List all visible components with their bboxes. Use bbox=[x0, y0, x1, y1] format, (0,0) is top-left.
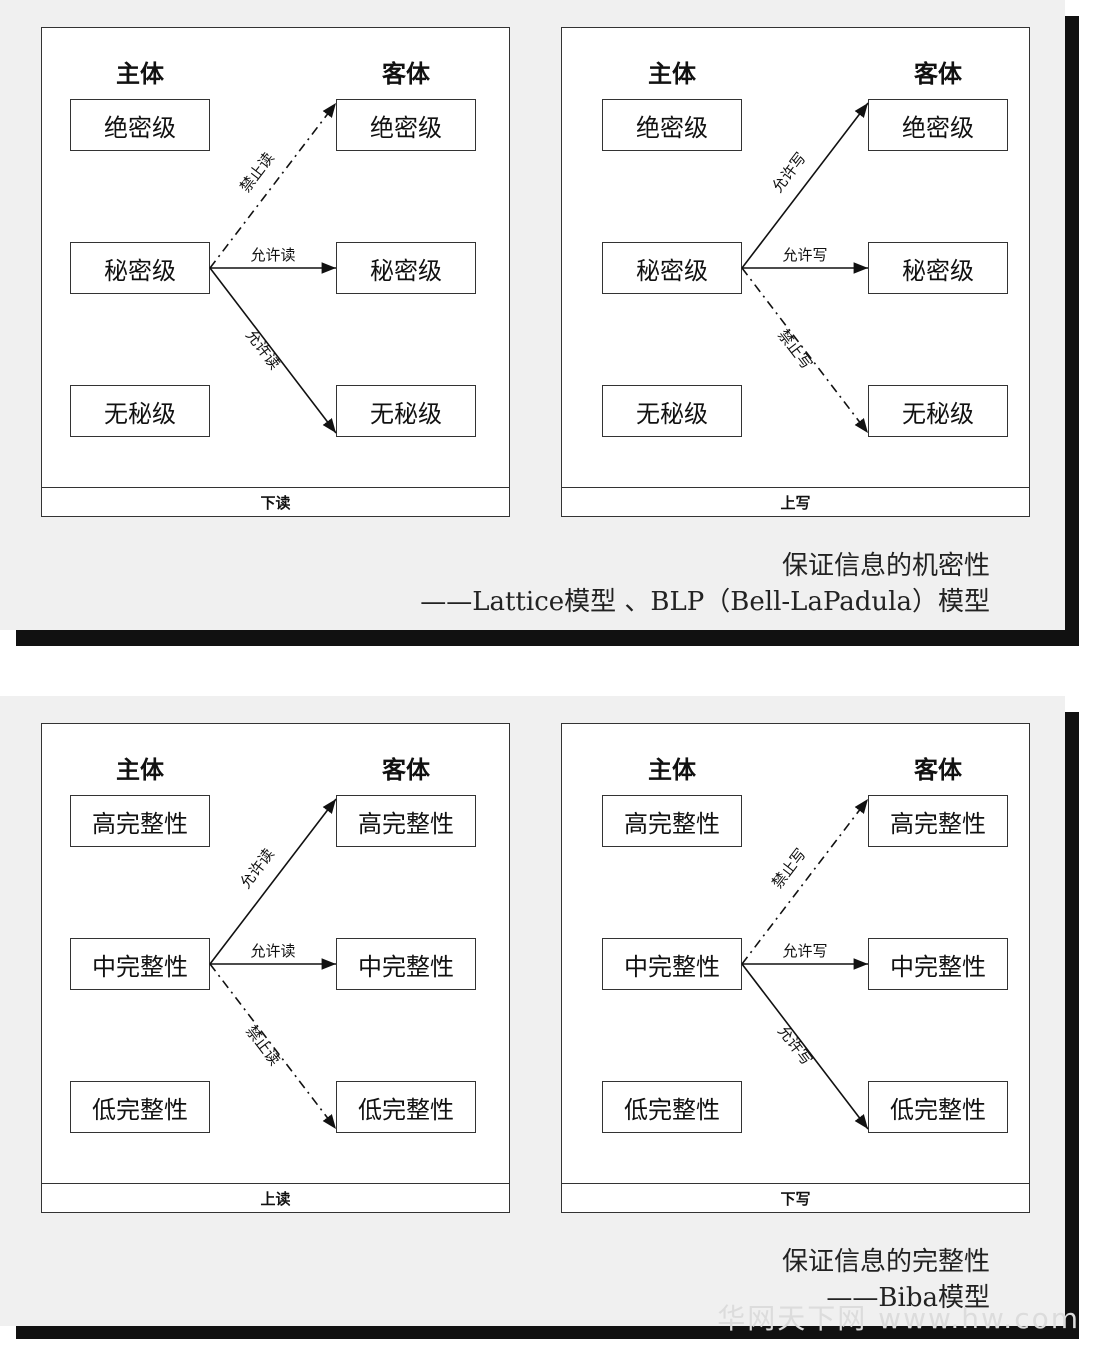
arrow-label: 允许写 bbox=[782, 246, 827, 264]
object-unclassified: 无秘级 bbox=[336, 385, 476, 437]
arrow-label: 允许写 bbox=[768, 149, 810, 196]
subject-high-integrity: 高完整性 bbox=[602, 795, 742, 847]
arrow-to-object-0 bbox=[741, 102, 869, 269]
diagram-footer: 下写 bbox=[562, 1183, 1029, 1212]
subject-unclassified: 无秘级 bbox=[70, 385, 210, 437]
caption: 保证信息的机密性 ——Lattice模型 、BLP（Bell-LaPadula）… bbox=[420, 548, 990, 620]
diagram-footer: 上写 bbox=[562, 487, 1029, 516]
arrow-label: 禁止读 bbox=[242, 1022, 284, 1069]
biba-write-down-diagram: 主体 客体 高完整性 中完整性 低完整性 高完整性 中完整性 低完整性 禁止写允… bbox=[561, 723, 1030, 1213]
object-high-integrity: 高完整性 bbox=[868, 795, 1008, 847]
caption: 保证信息的完整性 ——Biba模型 bbox=[782, 1244, 990, 1316]
blp-write-up-diagram: 主体 客体 绝密级 秘密级 无秘级 绝密级 秘密级 无秘级 允许写允许写禁止写 … bbox=[561, 27, 1030, 517]
subject-secret: 秘密级 bbox=[602, 242, 742, 294]
arrow-to-object-2 bbox=[741, 267, 869, 434]
subject-header: 主体 bbox=[116, 755, 164, 784]
arrow-to-object-2 bbox=[741, 963, 869, 1130]
arrow-to-object-0 bbox=[209, 102, 337, 269]
biba-read-up-diagram: 主体 客体 高完整性 中完整性 低完整性 高完整性 中完整性 低完整性 允许读允… bbox=[41, 723, 510, 1213]
confidentiality-panel: 主体 客体 绝密级 秘密级 无秘级 绝密级 秘密级 无秘级 禁止读允许读允许读 … bbox=[0, 0, 1065, 630]
subject-header: 主体 bbox=[116, 59, 164, 88]
subject-high-integrity: 高完整性 bbox=[70, 795, 210, 847]
object-unclassified: 无秘级 bbox=[868, 385, 1008, 437]
arrow-label: 允许读 bbox=[236, 845, 278, 892]
object-high-integrity: 高完整性 bbox=[336, 795, 476, 847]
arrow-to-object-2 bbox=[209, 963, 337, 1130]
arrow-label: 禁止写 bbox=[774, 326, 816, 373]
subject-top-secret: 绝密级 bbox=[70, 99, 210, 151]
caption-subtitle: ——Biba模型 bbox=[826, 1283, 990, 1313]
object-secret: 秘密级 bbox=[868, 242, 1008, 294]
object-secret: 秘密级 bbox=[336, 242, 476, 294]
caption-title: 保证信息的机密性 bbox=[781, 551, 990, 581]
arrow-label: 允许写 bbox=[774, 1022, 816, 1069]
subject-low-integrity: 低完整性 bbox=[70, 1081, 210, 1133]
subject-top-secret: 绝密级 bbox=[602, 99, 742, 151]
arrow-to-object-2 bbox=[209, 267, 337, 434]
arrow-label: 禁止写 bbox=[768, 845, 810, 892]
subject-mid-integrity: 中完整性 bbox=[602, 938, 742, 990]
blp-read-down-diagram: 主体 客体 绝密级 秘密级 无秘级 绝密级 秘密级 无秘级 禁止读允许读允许读 … bbox=[41, 27, 510, 517]
caption-title: 保证信息的完整性 bbox=[781, 1247, 990, 1277]
object-low-integrity: 低完整性 bbox=[868, 1081, 1008, 1133]
caption-subtitle: ——Lattice模型 、BLP（Bell-LaPadula）模型 bbox=[420, 587, 990, 617]
subject-secret: 秘密级 bbox=[70, 242, 210, 294]
object-header: 客体 bbox=[914, 755, 962, 784]
object-top-secret: 绝密级 bbox=[868, 99, 1008, 151]
arrow-to-object-0 bbox=[741, 798, 869, 965]
arrow-label: 禁止读 bbox=[236, 149, 278, 196]
object-low-integrity: 低完整性 bbox=[336, 1081, 476, 1133]
diagram-footer: 上读 bbox=[42, 1183, 509, 1212]
subject-header: 主体 bbox=[648, 755, 696, 784]
object-header: 客体 bbox=[382, 755, 430, 784]
subject-mid-integrity: 中完整性 bbox=[70, 938, 210, 990]
subject-header: 主体 bbox=[648, 59, 696, 88]
arrow-label: 允许读 bbox=[250, 246, 295, 264]
object-mid-integrity: 中完整性 bbox=[868, 938, 1008, 990]
arrow-to-object-0 bbox=[209, 798, 337, 965]
watermark: 华网天下网 www.hw.com bbox=[717, 1302, 1080, 1335]
arrow-label: 允许读 bbox=[250, 942, 295, 960]
subject-low-integrity: 低完整性 bbox=[602, 1081, 742, 1133]
object-header: 客体 bbox=[382, 59, 430, 88]
object-top-secret: 绝密级 bbox=[336, 99, 476, 151]
diagram-footer: 下读 bbox=[42, 487, 509, 516]
subject-unclassified: 无秘级 bbox=[602, 385, 742, 437]
object-header: 客体 bbox=[914, 59, 962, 88]
object-mid-integrity: 中完整性 bbox=[336, 938, 476, 990]
arrow-label: 允许写 bbox=[782, 942, 827, 960]
arrow-label: 允许读 bbox=[242, 326, 284, 373]
integrity-panel: 主体 客体 高完整性 中完整性 低完整性 高完整性 中完整性 低完整性 允许读允… bbox=[0, 696, 1065, 1326]
